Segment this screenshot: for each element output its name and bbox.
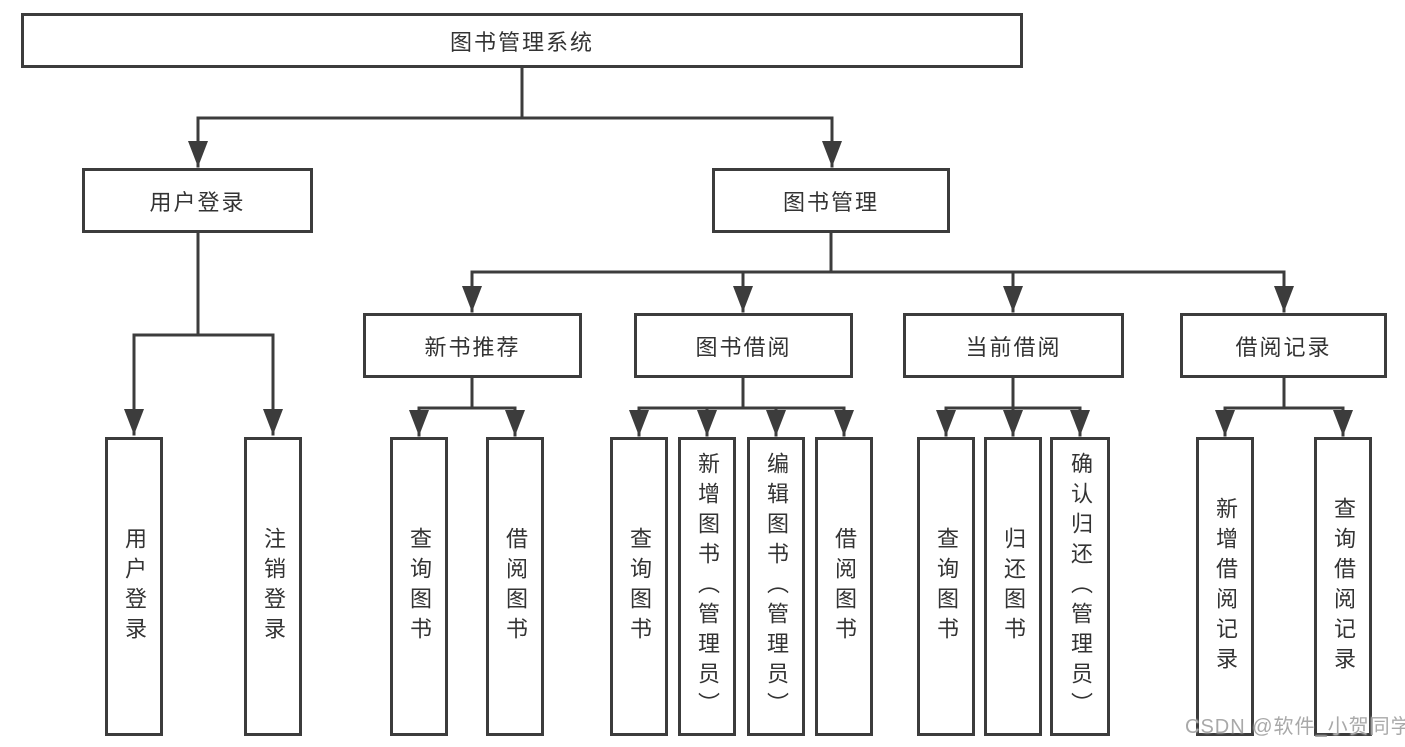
leaf-logout: 注销登录	[244, 437, 302, 736]
leaf-return-books: 归还图书	[984, 437, 1042, 736]
watermark: CSDN @软件_小贺同学	[1185, 716, 1405, 738]
leaf-confirm-return-admin: 确认归还（管理员）	[1050, 437, 1110, 736]
node-label: 用户登录	[122, 526, 147, 647]
node-user-login: 用户登录	[82, 168, 313, 233]
node-label: 借阅图书	[832, 526, 857, 647]
node-current-borrowing: 当前借阅	[903, 313, 1124, 378]
node-label: 图书管理	[782, 189, 879, 215]
node-book-borrowing: 图书借阅	[634, 313, 853, 378]
node-book-management: 图书管理	[712, 168, 950, 233]
node-label: 图书借阅	[695, 334, 792, 360]
node-label: 新增图书（管理员）	[695, 451, 720, 722]
node-label: 当前借阅	[965, 334, 1062, 360]
node-label: 查询图书	[407, 526, 432, 647]
node-label: 归还图书	[1001, 526, 1026, 647]
leaf-query-books-recommend: 查询图书	[390, 437, 448, 736]
leaf-query-books-borrowing: 查询图书	[610, 437, 668, 736]
node-label: 查询图书	[627, 526, 652, 647]
leaf-query-books-current: 查询图书	[917, 437, 975, 736]
leaf-add-borrow-record: 新增借阅记录	[1196, 437, 1254, 736]
node-label: 查询借阅记录	[1331, 496, 1356, 677]
node-label: 图书管理系统	[449, 29, 594, 55]
leaf-borrow-books-recommend: 借阅图书	[486, 437, 544, 736]
node-label: 新增借阅记录	[1213, 496, 1238, 677]
node-label: 借阅记录	[1235, 334, 1332, 360]
node-label: 编辑图书（管理员）	[764, 451, 789, 722]
node-label: 查询图书	[934, 526, 959, 647]
node-label: 新书推荐	[424, 334, 521, 360]
node-label: 借阅图书	[503, 526, 528, 647]
leaf-user-login: 用户登录	[105, 437, 163, 736]
leaf-borrow-books-borrowing: 借阅图书	[815, 437, 873, 736]
node-label: 用户登录	[149, 189, 246, 215]
node-library-system: 图书管理系统	[21, 13, 1023, 68]
leaf-edit-book-admin: 编辑图书（管理员）	[747, 437, 805, 736]
leaf-add-book-admin: 新增图书（管理员）	[678, 437, 736, 736]
node-label: 确认归还（管理员）	[1068, 451, 1093, 722]
node-label: 注销登录	[261, 526, 286, 647]
leaf-query-borrow-record: 查询借阅记录	[1314, 437, 1372, 736]
node-borrowing-records: 借阅记录	[1180, 313, 1387, 378]
node-new-book-recommendation: 新书推荐	[363, 313, 582, 378]
